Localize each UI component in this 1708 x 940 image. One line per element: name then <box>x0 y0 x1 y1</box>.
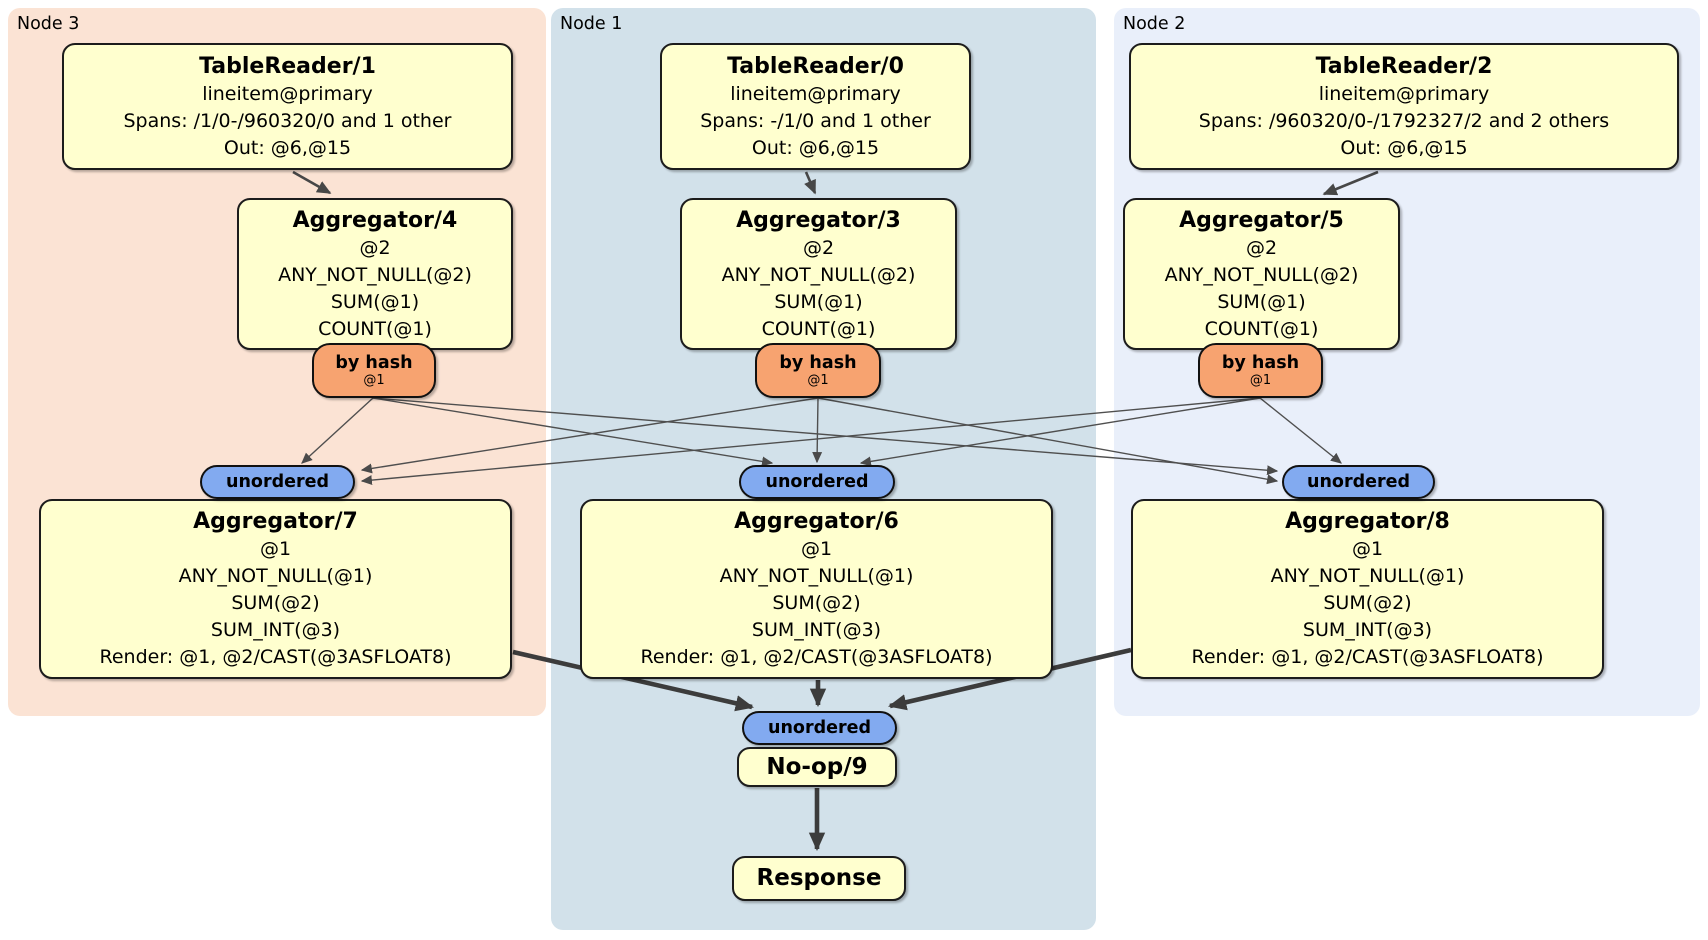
sync-unordered-node2: unordered <box>1282 465 1435 499</box>
region-label-node1: Node 1 <box>560 14 623 34</box>
sync-label: unordered <box>765 472 869 492</box>
processor-response: Response <box>732 856 906 901</box>
processor-line: SUM(@2) <box>772 592 861 614</box>
processor-line: SUM(@2) <box>1323 592 1412 614</box>
processor-line: Out: @6,@15 <box>751 136 880 159</box>
processor-title: Aggregator/3 <box>736 207 901 233</box>
processor-tablereader-2: TableReader/2 lineitem@primary Spans: /9… <box>1129 43 1679 170</box>
processor-line: SUM(@2) <box>231 592 320 614</box>
processor-line: Spans: /1/0-/960320/0 and 1 other <box>123 109 452 132</box>
router-detail: @1 <box>807 372 829 388</box>
processor-line: @2 <box>1245 236 1278 259</box>
processor-line: COUNT(@1) <box>1204 317 1319 340</box>
processor-line: Out: @6,@15 <box>223 136 352 159</box>
processor-line: Spans: -/1/0 and 1 other <box>700 109 931 132</box>
processor-title: No-op/9 <box>766 753 868 780</box>
processor-aggregator-3: Aggregator/3 @2 ANY_NOT_NULL(@2) SUM(@1)… <box>680 198 957 350</box>
processor-line: @1 <box>1351 538 1384 560</box>
router-by-hash-node3: by hash @1 <box>312 343 436 398</box>
sync-unordered-final: unordered <box>742 711 897 745</box>
sync-label: unordered <box>768 718 871 738</box>
processor-line: ANY_NOT_NULL(@1) <box>178 565 373 587</box>
processor-title: Aggregator/8 <box>1285 509 1450 534</box>
edges-tablereader-to-aggregator <box>292 170 1379 196</box>
sync-unordered-node3: unordered <box>200 465 355 499</box>
processor-line: @1 <box>259 538 292 560</box>
router-label: by hash <box>335 352 413 373</box>
processor-line: Out: @6,@15 <box>1340 136 1468 159</box>
processor-line: ANY_NOT_NULL(@1) <box>719 565 914 587</box>
processor-line: SUM(@1) <box>330 290 420 313</box>
processor-line: lineitem@primary <box>1318 82 1490 105</box>
processor-title: Aggregator/5 <box>1179 207 1344 233</box>
processor-line: ANY_NOT_NULL(@2) <box>1164 263 1359 286</box>
processor-title: Aggregator/4 <box>292 207 458 233</box>
processor-line: ANY_NOT_NULL(@1) <box>1270 565 1465 587</box>
processor-aggregator-5: Aggregator/5 @2 ANY_NOT_NULL(@2) SUM(@1)… <box>1123 198 1400 350</box>
processor-line: ANY_NOT_NULL(@2) <box>278 263 472 286</box>
processor-title: TableReader/0 <box>727 53 904 79</box>
processor-line: Render: @1, @2/CAST(@3ASFLOAT8) <box>99 646 452 668</box>
processor-line: SUM_INT(@3) <box>751 619 882 641</box>
sync-label: unordered <box>226 472 329 492</box>
router-label: by hash <box>779 352 857 373</box>
router-detail: @1 <box>363 372 385 388</box>
processor-aggregator-4: Aggregator/4 @2 ANY_NOT_NULL(@2) SUM(@1)… <box>237 198 513 350</box>
processor-title: TableReader/2 <box>1315 53 1493 79</box>
processor-line: @1 <box>800 538 833 560</box>
processor-line: lineitem@primary <box>730 82 901 105</box>
processor-line: COUNT(@1) <box>318 317 432 340</box>
processor-line: COUNT(@1) <box>761 317 876 340</box>
processor-line: SUM_INT(@3) <box>1302 619 1433 641</box>
router-by-hash-node2: by hash @1 <box>1198 343 1323 398</box>
processor-aggregator-8: Aggregator/8 @1 ANY_NOT_NULL(@1) SUM(@2)… <box>1131 499 1604 679</box>
processor-line: @2 <box>359 236 391 259</box>
processor-aggregator-7: Aggregator/7 @1 ANY_NOT_NULL(@1) SUM(@2)… <box>39 499 512 679</box>
processor-line: lineitem@primary <box>202 82 373 105</box>
processor-line: @2 <box>802 236 835 259</box>
processor-noop-9: No-op/9 <box>737 747 897 787</box>
router-by-hash-node1: by hash @1 <box>755 343 881 398</box>
processor-title: Aggregator/6 <box>734 509 899 534</box>
processor-title: Aggregator/7 <box>193 509 358 534</box>
processor-line: Render: @1, @2/CAST(@3ASFLOAT8) <box>640 646 993 668</box>
processor-line: ANY_NOT_NULL(@2) <box>721 263 916 286</box>
router-label: by hash <box>1221 352 1300 373</box>
processor-line: Spans: /960320/0-/1792327/2 and 2 others <box>1198 109 1610 132</box>
region-label-node3: Node 3 <box>17 14 80 34</box>
processor-aggregator-6: Aggregator/6 @1 ANY_NOT_NULL(@1) SUM(@2)… <box>580 499 1053 679</box>
processor-title: TableReader/1 <box>199 53 376 79</box>
edges-hash-router-mesh <box>301 397 1342 486</box>
processor-tablereader-0: TableReader/0 lineitem@primary Spans: -/… <box>660 43 971 170</box>
processor-line: SUM_INT(@3) <box>210 619 341 641</box>
processor-tablereader-1: TableReader/1 lineitem@primary Spans: /1… <box>62 43 513 170</box>
region-label-node2: Node 2 <box>1123 14 1186 34</box>
sync-label: unordered <box>1307 472 1410 492</box>
processor-line: SUM(@1) <box>1217 290 1306 313</box>
processor-line: SUM(@1) <box>774 290 863 313</box>
processor-line: Render: @1, @2/CAST(@3ASFLOAT8) <box>1191 646 1544 668</box>
processor-title: Response <box>756 865 882 891</box>
sync-unordered-node1: unordered <box>739 465 895 499</box>
router-detail: @1 <box>1249 372 1272 388</box>
